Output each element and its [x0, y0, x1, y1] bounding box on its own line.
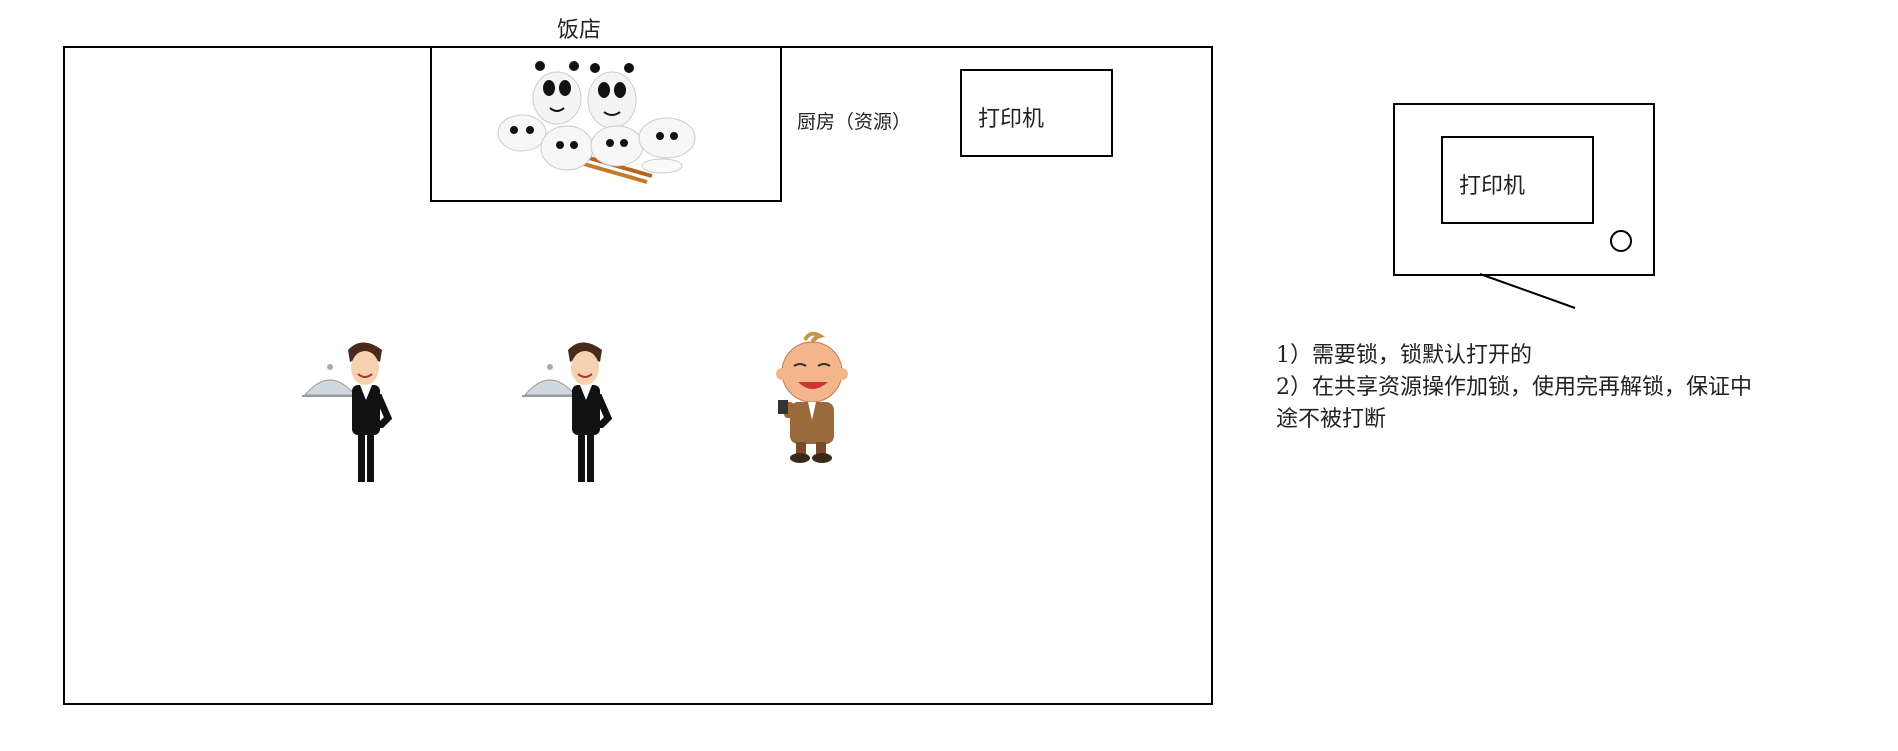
restaurant-title: 饭店	[557, 18, 602, 43]
printer-paper-line	[1479, 273, 1576, 309]
kitchen-box	[430, 46, 782, 202]
restaurant-printer-label: 打印机	[978, 107, 1045, 132]
printer-button-icon	[1610, 230, 1632, 252]
dishes-illustration	[497, 61, 696, 184]
printer-device: 打印机	[1393, 103, 1655, 276]
note-line-2: 2）在共享资源操作加锁，使用完再解锁，保证中	[1276, 375, 1752, 400]
printer-screen-box: 打印机	[1441, 136, 1594, 224]
printer-device-label: 打印机	[1459, 174, 1526, 199]
waiter-figure	[302, 342, 393, 482]
restaurant-printer-box: 打印机	[960, 69, 1113, 157]
waiter-figure	[522, 342, 613, 482]
note-line-3: 途不被打断	[1276, 407, 1387, 432]
note-line-1: 1）需要锁，锁默认打开的	[1276, 343, 1532, 368]
customer-figure	[776, 331, 848, 463]
kitchen-label: 厨房（资源）	[797, 111, 912, 133]
notes-block: 1）需要锁，锁默认打开的 2）在共享资源操作加锁，使用完再解锁，保证中 途不被打…	[1276, 340, 1836, 436]
